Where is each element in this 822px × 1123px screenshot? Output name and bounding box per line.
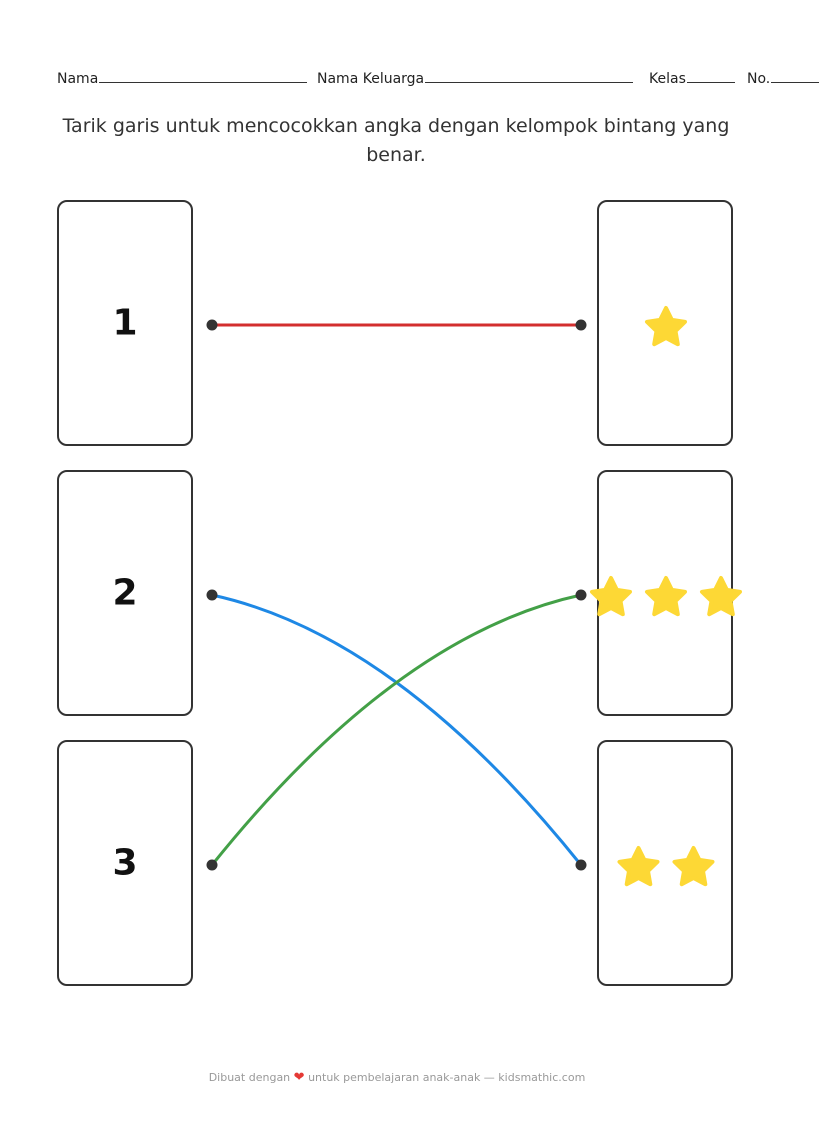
left-dot-1[interactable] (206, 319, 218, 331)
connection-lines (210, 323, 583, 867)
number-card-1: 1 (57, 200, 193, 446)
number-card-2: 2 (57, 470, 193, 716)
instruction-text: Tarik garis untuk mencocokkan angka deng… (62, 115, 730, 166)
no-label: No. (747, 71, 771, 87)
left-dot-3[interactable] (206, 859, 218, 871)
right-dot-1[interactable] (575, 319, 587, 331)
number-2: 2 (112, 572, 138, 614)
star-icon (645, 306, 687, 347)
no-field[interactable]: No. (747, 68, 820, 87)
nama-keluarga-line[interactable] (425, 68, 634, 83)
star-icon (672, 846, 715, 887)
nama-keluarga-field[interactable]: Nama Keluarga (317, 68, 634, 87)
number-3: 3 (112, 842, 138, 884)
star-icon (700, 576, 742, 617)
student-info-fields: Nama Nama Keluarga Kelas No. (57, 68, 822, 88)
no-line[interactable] (771, 68, 820, 83)
kelas-label: Kelas (649, 71, 686, 87)
star-icon (590, 576, 632, 617)
footer-suffix: untuk pembelajaran anak-anak — kidsmathi… (308, 1071, 586, 1084)
heart-icon: ❤ (293, 1070, 305, 1085)
footer: Dibuat dengan ❤ untuk pembelajaran anak-… (0, 1070, 794, 1085)
nama-label: Nama (57, 71, 99, 87)
number-1: 1 (112, 302, 138, 344)
connection-line-3[interactable] (210, 593, 583, 867)
kelas-line[interactable] (686, 68, 735, 83)
nama-keluarga-label: Nama Keluarga (317, 71, 425, 87)
footer-prefix: Dibuat dengan (208, 1071, 291, 1084)
star-icon (617, 846, 660, 887)
connection-dots (206, 319, 587, 871)
number-card-3: 3 (57, 740, 193, 986)
nama-line[interactable] (99, 68, 308, 83)
star-groups (590, 306, 742, 887)
star-icon (645, 576, 687, 617)
right-dot-2[interactable] (575, 589, 587, 601)
right-dot-3[interactable] (575, 859, 587, 871)
connection-line-2[interactable] (210, 593, 583, 867)
kelas-field[interactable]: Kelas (649, 68, 735, 87)
nama-field[interactable]: Nama (57, 68, 308, 87)
left-dot-2[interactable] (206, 589, 218, 601)
